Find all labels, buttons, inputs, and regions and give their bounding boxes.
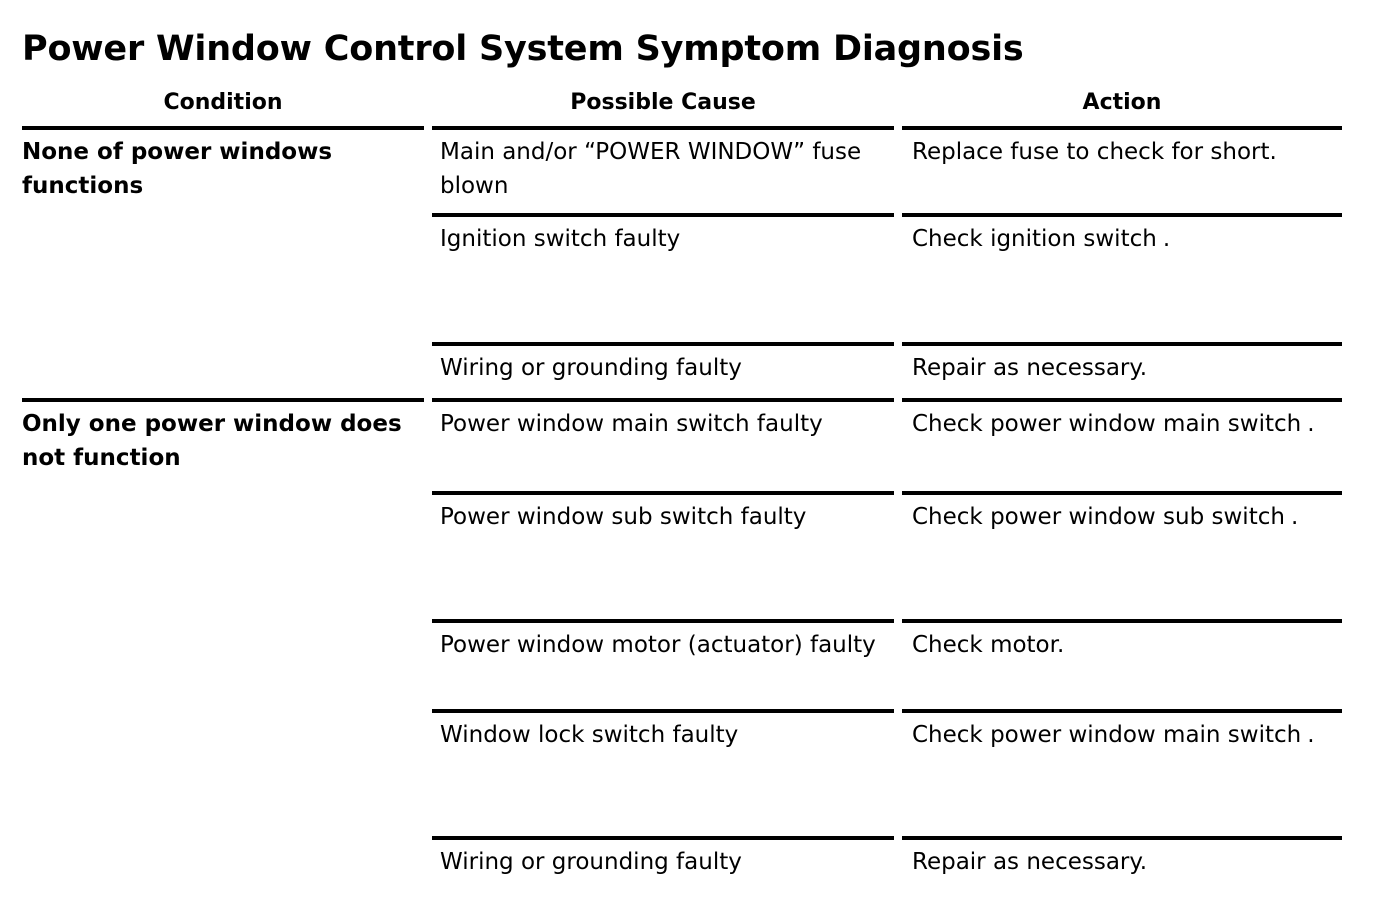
action-text: Check power window main switch (912, 411, 1302, 437)
symptom-diagnosis-table-wrapper: Condition Possible Cause Action None of … (0, 90, 1392, 901)
action-text: Check power window main switch (912, 722, 1302, 748)
action-text: Check ignition switch (912, 226, 1157, 252)
column-header-condition: Condition (22, 90, 428, 130)
column-header-action: Action (894, 90, 1342, 130)
possible-cause-cell: Window lock switch faulty (424, 709, 898, 838)
possible-cause-cell: Power window sub switch faulty (424, 491, 898, 621)
action-cell: Check power window main switch. (894, 709, 1342, 838)
action-cell: Repair as necessary. (894, 342, 1342, 400)
action-period: . (1307, 722, 1315, 748)
possible-cause-cell: Ignition switch faulty (424, 213, 898, 344)
possible-cause-cell: Power window main switch faulty (424, 398, 898, 493)
column-header-possible-cause: Possible Cause (424, 90, 898, 130)
table-body: None of power windows functions Main and… (22, 128, 1342, 901)
action-cell: Check ignition switch. (894, 213, 1342, 344)
table-header-row: Condition Possible Cause Action (22, 90, 1342, 130)
possible-cause-cell: Wiring or grounding faulty (424, 342, 898, 400)
table-row: None of power windows functions Main and… (22, 128, 1342, 215)
action-period: . (1162, 226, 1171, 252)
table-row: Ignition switch faulty Check ignition sw… (22, 213, 1342, 344)
action-text: Check power window sub switch (912, 504, 1285, 530)
condition-cell-group-2: Only one power window does not function (22, 398, 428, 901)
table-row: Only one power window does not function … (22, 398, 1342, 901)
table-row: Window lock switch faulty Check power wi… (22, 709, 1342, 838)
action-cell: Repair as necessary. (894, 836, 1342, 901)
condition-cell-group-1: None of power windows functions (22, 139, 333, 200)
page-title: Power Window Control System Symptom Diag… (22, 29, 1024, 70)
document-page: Power Window Control System Symptom Diag… (22, 29, 1342, 901)
table-row: Power window motor (actuator) faulty Che… (22, 619, 1342, 711)
action-cell: Check power window sub switch. (894, 491, 1342, 621)
table-row: Wiring or grounding faulty Repair as nec… (22, 342, 1342, 400)
table-header: Condition Possible Cause Action (22, 90, 1342, 130)
possible-cause-cell: Power window motor (actuator) faulty (424, 619, 898, 711)
action-cell: Replace fuse to check for short. (894, 128, 1342, 215)
possible-cause-cell: Main and/or “POWER WINDOW” fuse blown (424, 128, 898, 215)
symptom-diagnosis-table: Condition Possible Cause Action None of … (22, 90, 1342, 901)
action-cell: Check power window main switch. (894, 398, 1342, 493)
table-row: Power window sub switch faulty Check pow… (22, 491, 1342, 621)
possible-cause-cell: Wiring or grounding faulty (424, 836, 898, 901)
action-period: . (1307, 411, 1315, 437)
action-cell: Check motor. (894, 619, 1342, 711)
action-period: . (1290, 504, 1299, 530)
